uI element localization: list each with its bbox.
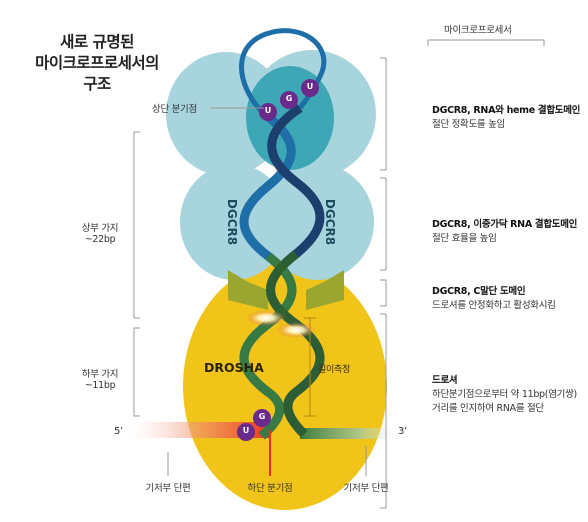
three-prime-label: 3’ — [398, 426, 407, 437]
nucleotide-top-3-letter: U — [306, 82, 314, 91]
upper-stem-name: 상부 가지 — [81, 223, 119, 234]
nucleotide-top-2 — [280, 91, 298, 109]
nucleotide-bottom-1 — [253, 409, 271, 427]
strand-b-lower — [266, 250, 325, 438]
note-dsrna-binding: DGCR8, 이중가닥 RNA 결합도메인 절단 효율을 높임 — [432, 216, 577, 244]
right-brackets — [380, 39, 545, 509]
title-line-3: 구조 — [83, 75, 111, 93]
note-2-head: DGCR8, 이중가닥 RNA 결합도메인 — [432, 219, 578, 230]
title-line-1: 새로 규명된 — [60, 33, 134, 51]
dgcr8-label-left: DGCR8 — [225, 198, 239, 246]
nucleotide-bottom-1-letter: G — [258, 412, 266, 421]
nucleotide-top-1-letter: U — [264, 106, 272, 115]
lower-stem-label: 하부 가지 ~11bp — [70, 366, 130, 391]
lower-stem-name: 하부 가지 — [81, 369, 119, 380]
note-1-head: DGCR8, RNA와 heme 결합도메인 — [432, 105, 581, 116]
lower-stem-length: ~11bp — [84, 380, 116, 391]
nucleotide-top-2-letter: G — [285, 94, 293, 103]
left-brackets — [133, 107, 367, 476]
title-line-2: 마이크로프로세서의 — [35, 54, 159, 72]
flank-5prime — [120, 422, 270, 438]
cleavage-site-left — [246, 310, 286, 326]
nucleotide-top-3 — [301, 79, 319, 97]
apical-junction-label: 상단 분기점 — [152, 104, 197, 115]
cleavage-site-right — [276, 322, 316, 338]
basal-junction-label: 하단 분기점 — [247, 483, 293, 494]
diagram-title: 새로 규명된 마이크로프로세서의 구조 — [22, 32, 172, 95]
note-1-body: 절단 정확도를 높임 — [432, 119, 505, 130]
nucleotide-bottom-2-letter: U — [242, 426, 250, 435]
note-3-head: DGCR8, C말단 도메인 — [432, 286, 526, 297]
note-2-body: 절단 효율을 높임 — [432, 233, 497, 244]
dgcr8-label-right: DGCR8 — [323, 198, 337, 246]
nucleotide-bottom-2 — [237, 423, 255, 441]
upper-stem-label: 상부 가지 ~22bp — [70, 220, 130, 245]
measure-label: 길이측정 — [318, 365, 350, 375]
note-4-body: 하단분기점으로부터 약 11bp(염기쌍) — [432, 389, 577, 400]
note-cterminal-domain: DGCR8, C말단 도메인 드로셔를 안정화하고 활성화시킴 — [432, 283, 556, 311]
measure-ruler — [304, 317, 316, 417]
dgcr8-cterm-left — [228, 270, 268, 310]
note-4-head: 드로셔 — [432, 375, 458, 386]
note-4-body-2: 거리를 인지하여 RNA를 절단 — [432, 403, 544, 414]
left-flank-label: 기저부 단편 — [145, 483, 191, 494]
upper-stem-length: ~22bp — [84, 234, 116, 245]
drosha-label: DROSHA — [204, 360, 264, 375]
note-3-body: 드로셔를 안정화하고 활성화시킴 — [432, 300, 556, 311]
strand-a-lower — [239, 252, 297, 440]
flank-3prime — [300, 428, 400, 439]
note-rna-heme-binding: DGCR8, RNA와 heme 결합도메인 절단 정확도를 높임 — [432, 102, 580, 130]
dgcr8-cterm-right — [306, 270, 344, 310]
drosha-body — [183, 262, 387, 510]
right-header: 마이크로프로세서 — [444, 25, 512, 36]
five-prime-label: 5’ — [114, 426, 123, 437]
note-drosha: 드로셔 하단분기점으로부터 약 11bp(염기쌍) 거리를 인지하여 RNA를 … — [432, 372, 577, 414]
right-flank-label: 기저부 단편 — [343, 483, 389, 494]
